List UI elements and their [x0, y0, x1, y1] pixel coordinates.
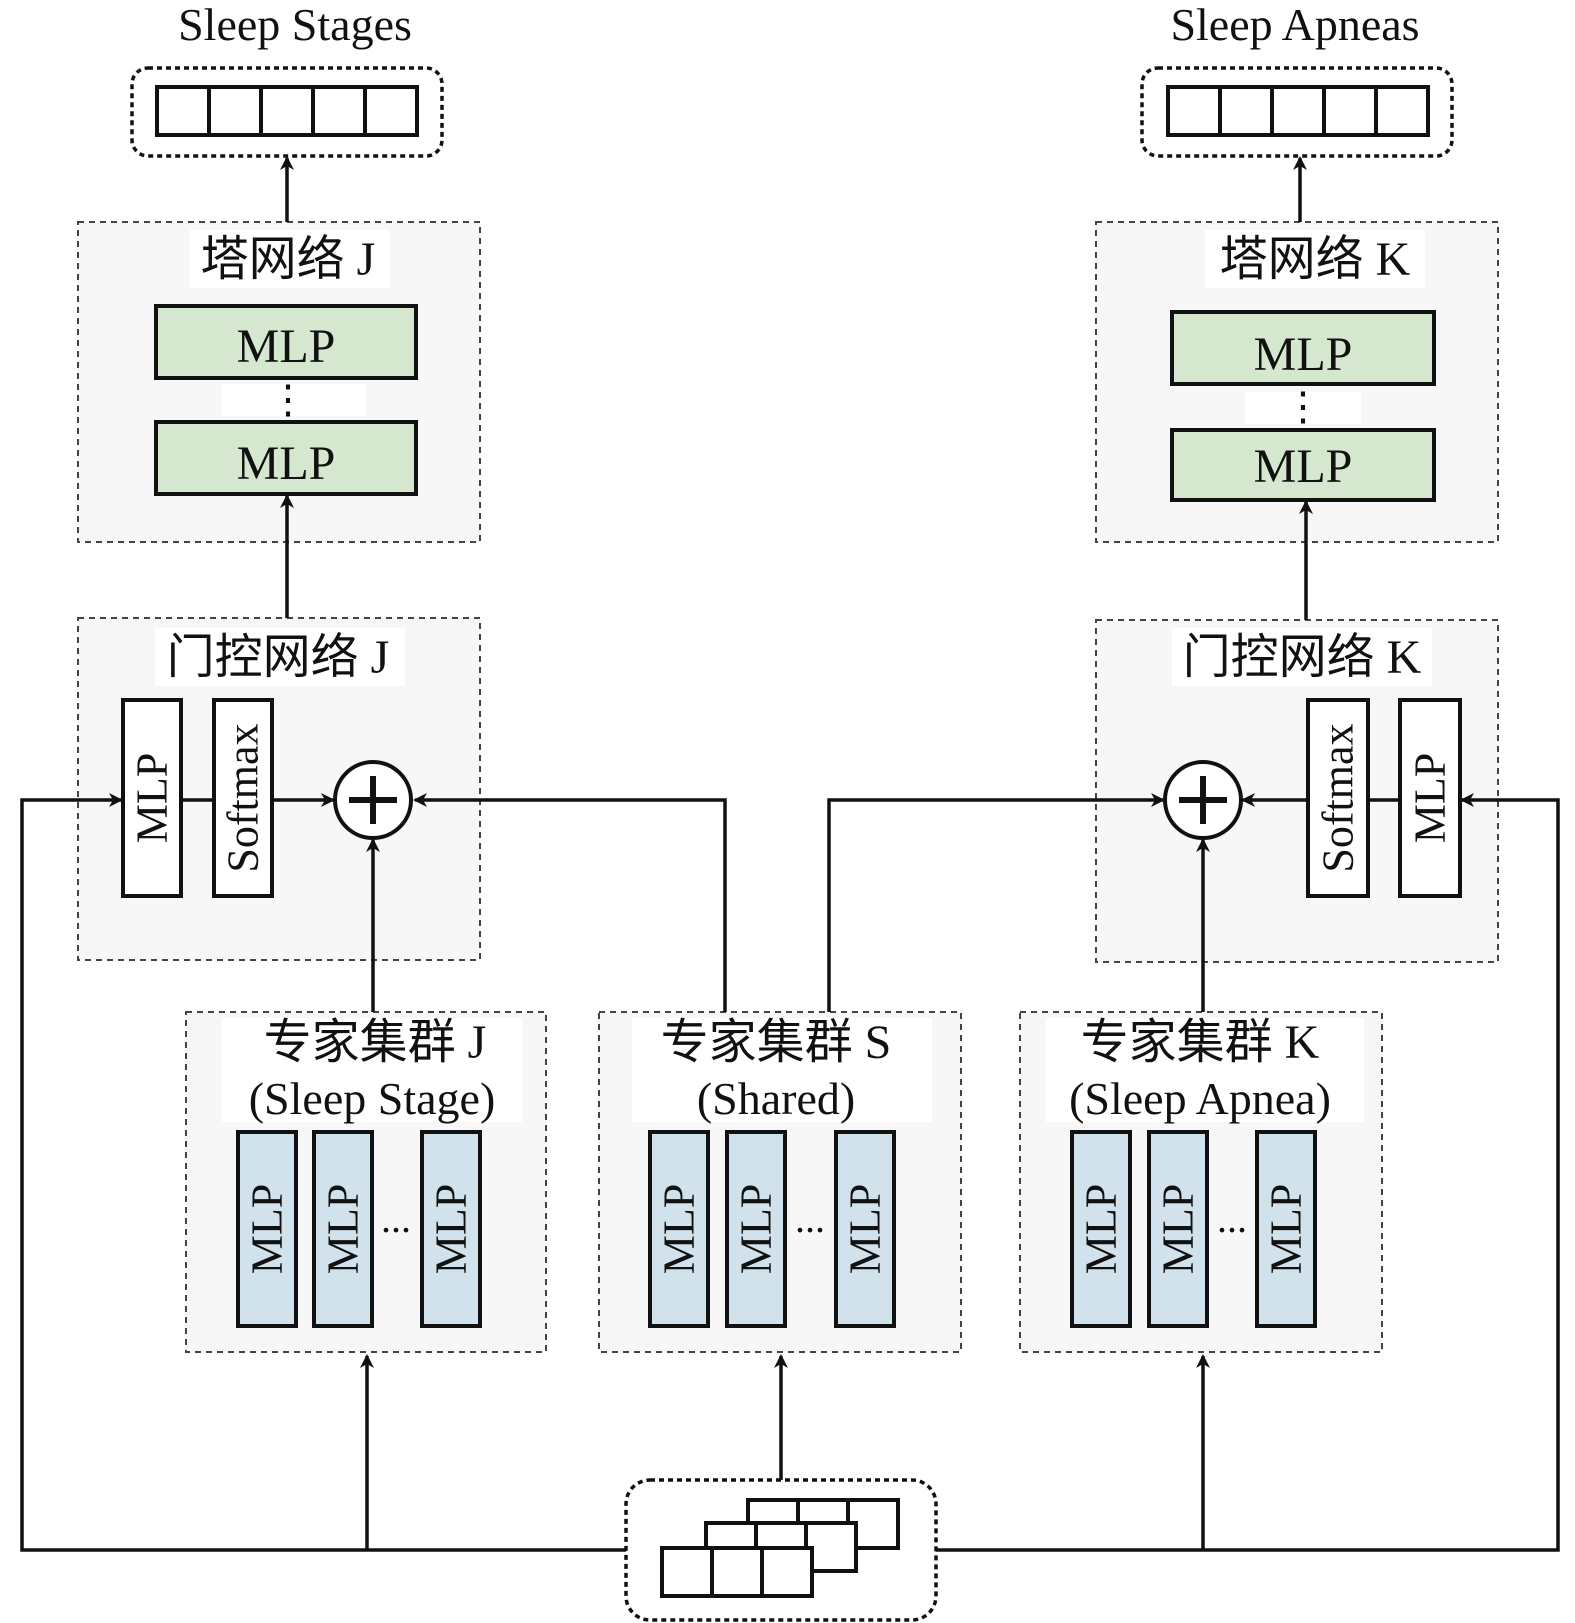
expert-s-mlp-2: [725, 1130, 787, 1328]
gate-j-mlp: [121, 698, 183, 898]
expert-s-title: 专家集群 S: [661, 1016, 892, 1069]
tower-j-mlp-bottom-label: MLP: [237, 437, 336, 490]
output-title-sleep-apneas: Sleep Apneas: [1170, 0, 1419, 50]
expert-j-mlp-2: [312, 1130, 374, 1328]
gate-j-softmax: [212, 698, 274, 898]
output-sleep-apneas: Sleep Apneas: [1140, 0, 1454, 158]
expert-k-subtitle: (Sleep Apnea): [1069, 1073, 1331, 1124]
gate-j-mlp-label: MLP: [128, 753, 177, 843]
expert-k-mlp-2-label: MLP: [1154, 1184, 1203, 1274]
expert-s-dots: ...: [795, 1196, 825, 1241]
expert-j-mlp-1-label: MLP: [243, 1184, 292, 1274]
tower-j-mlp-bottom: [154, 420, 418, 496]
tower-j-mlp-top: [154, 304, 418, 380]
tower-k-dots: ⋮: [1283, 384, 1323, 429]
expert-s-mlp-3-label: MLP: [841, 1184, 890, 1274]
expert-j-mlp-2-label: MLP: [319, 1184, 368, 1274]
gate-k-title: 门控网络 K: [1183, 631, 1422, 684]
gate-k-softmax-label: Softmax: [1314, 723, 1363, 872]
tower-k-mlp-top: [1170, 310, 1436, 386]
expert-j-mlp-3-label: MLP: [427, 1184, 476, 1274]
tower-network-k: 塔网络 K MLP ⋮ MLP: [1095, 221, 1499, 543]
gate-network-k: 门控网络 K Softmax MLP: [1095, 619, 1499, 963]
gate-k-mlp-label: MLP: [1406, 753, 1455, 843]
input-features: [624, 1478, 938, 1622]
gate-k-softmax: [1306, 698, 1370, 898]
tower-j-mlp-top-label: MLP: [237, 320, 336, 373]
expert-j-mlp-1: [236, 1130, 298, 1328]
arrow-input-to-gate-k: [936, 793, 1560, 1552]
plus-icon: [349, 776, 397, 824]
gate-network-j: 门控网络 J MLP Softmax: [77, 617, 481, 961]
expert-k-mlp-1-label: MLP: [1077, 1184, 1126, 1274]
connectors: [20, 156, 1560, 1552]
expert-cluster-s: 专家集群 S (Shared) MLP MLP ... MLP: [598, 1011, 962, 1353]
tower-k-mlp-top-label: MLP: [1254, 328, 1353, 381]
expert-s-mlp-1-label: MLP: [655, 1184, 704, 1274]
expert-cluster-j: 专家集群 J (Sleep Stage) MLP MLP ... MLP: [185, 1011, 547, 1353]
expert-s-mlp-2-label: MLP: [732, 1184, 781, 1274]
tower-j-dots: ⋮: [268, 377, 308, 422]
expert-k-mlp-3: [1255, 1130, 1317, 1328]
expert-cluster-k: 专家集群 K (Sleep Apnea) MLP MLP ... MLP: [1019, 1011, 1383, 1353]
input-stack-front: [660, 1546, 814, 1598]
arrow-input-to-gate-j: [20, 793, 626, 1552]
expert-k-mlp-1: [1070, 1130, 1132, 1328]
expert-j-subtitle: (Sleep Stage): [249, 1073, 496, 1124]
plus-icon: [1179, 776, 1227, 824]
expert-k-mlp-2: [1147, 1130, 1209, 1328]
expert-s-mlp-3: [834, 1130, 896, 1328]
tower-k-mlp-bottom: [1170, 428, 1436, 502]
output-vector-cells: [155, 85, 419, 137]
expert-s-mlp-1: [648, 1130, 710, 1328]
tower-network-j: 塔网络 J MLP ⋮ MLP: [77, 221, 481, 543]
output-title-sleep-stages: Sleep Stages: [178, 0, 412, 50]
tower-k-mlp-bottom-label: MLP: [1254, 440, 1353, 493]
tower-k-title: 塔网络 K: [1220, 233, 1411, 286]
tower-j-title: 塔网络 J: [201, 233, 376, 286]
expert-j-title: 专家集群 J: [264, 1016, 487, 1069]
gate-j-title: 门控网络 J: [167, 631, 390, 684]
expert-s-subtitle: (Shared): [697, 1073, 855, 1124]
output-sleep-stages: Sleep Stages: [130, 0, 444, 158]
arrow-expert-s-to-sum-k: [827, 793, 1165, 1012]
expert-j-mlp-3: [420, 1130, 482, 1328]
expert-k-title: 专家集群 K: [1081, 1016, 1320, 1069]
expert-j-dots: ...: [381, 1196, 411, 1241]
gate-j-softmax-label: Softmax: [219, 723, 268, 872]
arrow-expert-s-to-sum-j: [413, 793, 727, 1012]
expert-k-dots: ...: [1217, 1196, 1247, 1241]
output-vector-cells: [1166, 85, 1430, 137]
expert-k-mlp-3-label: MLP: [1262, 1184, 1311, 1274]
